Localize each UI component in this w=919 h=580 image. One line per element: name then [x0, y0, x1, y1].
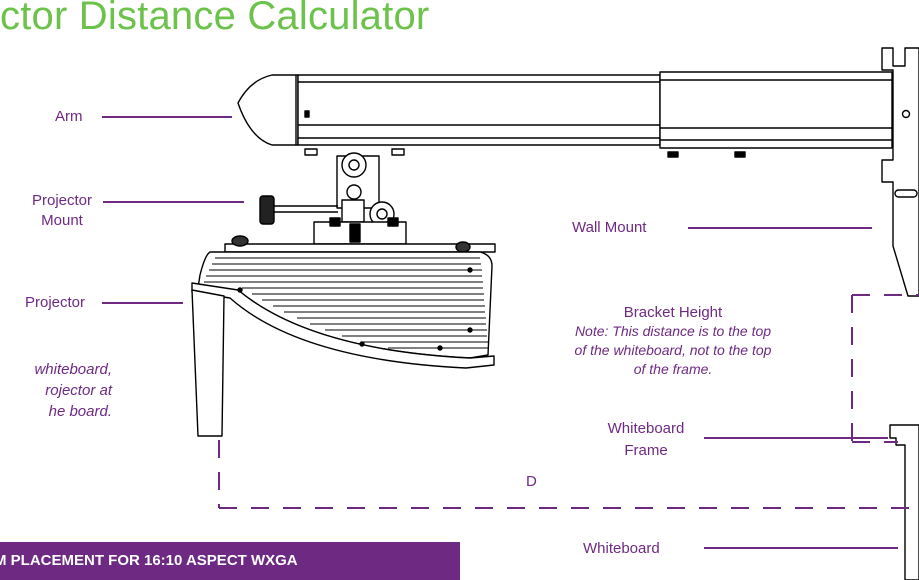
whiteboard-frame-label-line1: Whiteboard: [607, 420, 685, 437]
left-note: whiteboard, rojector at he board.: [0, 359, 112, 422]
whiteboard-frame-drawing: [889, 424, 919, 580]
left-note-line3: he board.: [48, 403, 112, 420]
bracket-note-line2: of the whiteboard, not to the top: [574, 342, 772, 358]
whiteboard-label: Whiteboard: [583, 540, 660, 557]
projector-mount-label-line2: Mount: [41, 212, 83, 229]
projector-drawing: [191, 235, 495, 437]
whiteboard-frame-label: Whiteboard Frame: [596, 418, 696, 462]
bracket-note-line3: of the frame.: [633, 361, 713, 377]
projector-mount-drawing: [224, 152, 496, 253]
arm-label: Arm: [55, 108, 83, 125]
placement-banner: M PLACEMENT FOR 16:10 ASPECT WXGA: [0, 542, 460, 580]
left-note-line1: whiteboard,: [34, 361, 112, 378]
projector-mount-label: Projector Mount: [24, 191, 100, 231]
wall-mount-label: Wall Mount: [572, 219, 647, 236]
bracket-height-label: Bracket Height: [623, 304, 723, 321]
distance-d-label: D: [526, 473, 537, 490]
whiteboard-frame-label-line2: Frame: [624, 442, 668, 459]
bracket-height-note: Note: This distance is to the top of the…: [554, 322, 792, 379]
left-note-line2: rojector at: [45, 382, 112, 399]
projector-label: Projector: [25, 294, 86, 311]
page-title: ctor Distance Calculator: [0, 0, 430, 38]
bracket-note-line1: Note: This distance is to the top: [574, 323, 772, 339]
placement-banner-text: M PLACEMENT FOR 16:10 ASPECT WXGA: [0, 552, 298, 569]
arm-drawing: [237, 71, 893, 158]
projector-mount-label-line1: Projector: [31, 192, 93, 209]
wall-mount-drawing: [881, 47, 919, 297]
